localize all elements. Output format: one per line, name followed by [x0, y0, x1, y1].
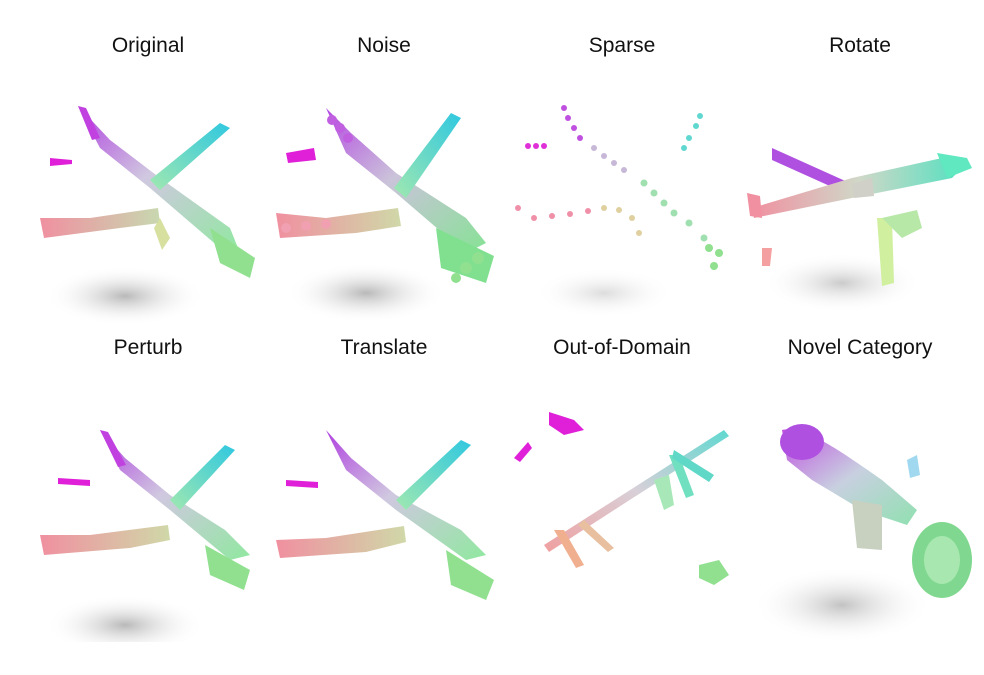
panel-sparse: Sparse — [504, 20, 740, 340]
panel-title: Perturb — [113, 336, 183, 359]
panel-perturb: Perturb — [30, 322, 266, 642]
panel-translate: Translate — [266, 322, 502, 642]
panel-title: Out-of-Domain — [553, 336, 691, 359]
panel-title: Original — [111, 34, 185, 57]
shadow — [45, 266, 205, 326]
point-cloud-airplane — [504, 68, 740, 340]
panel-title: Sparse — [588, 34, 656, 57]
point-cloud-airplane — [266, 68, 502, 340]
panel-out-of-domain: Out-of-Domain — [504, 322, 740, 642]
panel-rotate: Rotate — [742, 20, 978, 340]
point-cloud-object — [504, 370, 740, 642]
point-cloud-motorbike — [742, 370, 978, 642]
panel-noise: Noise — [266, 20, 502, 340]
point-cloud-airplane — [266, 370, 502, 642]
point-cloud-airplane — [30, 68, 266, 340]
panel-title: Noise — [357, 34, 411, 57]
point-cloud-airplane — [30, 370, 266, 642]
panel-novel-category: Novel Category — [742, 322, 978, 642]
panel-title: Novel Category — [787, 336, 933, 359]
panel-title: Translate — [340, 336, 428, 359]
panel-title: Rotate — [829, 34, 891, 57]
panel-original: Original — [30, 20, 266, 340]
point-cloud-airplane — [742, 68, 978, 340]
